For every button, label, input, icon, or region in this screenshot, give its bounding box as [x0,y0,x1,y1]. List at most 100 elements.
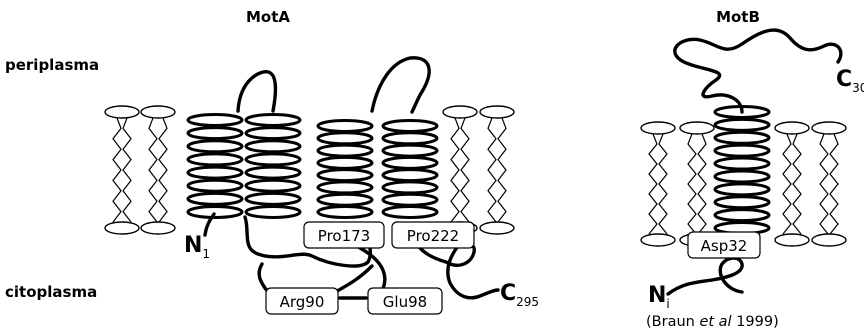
mota-helix-1 [188,115,242,218]
helix-turn [318,145,372,156]
residue-arg90: Arg90 [266,288,338,314]
lipid-molecule [443,106,477,234]
residue-label: Asp32 [701,237,748,255]
lipid-tail [461,118,469,222]
lipid-head [812,122,846,134]
helix-turn [246,141,300,152]
citation: (Braun et al 1999) [646,314,779,330]
helix-turn [188,193,242,204]
lipid-head [641,122,675,134]
helix-turn [318,194,372,205]
helix-turn [246,128,300,139]
lipid-head [141,106,175,118]
lipid-tail [123,118,131,222]
residue-pro173: Pro173 [304,222,384,248]
residue-label: Glu98 [383,293,427,311]
helix-turn [383,170,437,181]
lipid-tail [149,118,157,222]
helix-turn [246,207,300,218]
helix-turn [715,145,769,156]
helix-turn [318,182,372,193]
lipid-head [680,122,714,134]
helix-turn [188,115,242,126]
lipid-tail [783,134,791,234]
lipid-head [480,106,514,118]
mota-c-terminus-label: C295 [500,281,539,309]
helix-turn [188,154,242,165]
loop-helix3-helix4 [372,58,429,112]
lipid-molecule [105,106,139,234]
lipid-tail [451,118,459,222]
helix-turn [383,133,437,144]
helix-turn [246,115,300,126]
residue-label: Pro222 [407,227,459,245]
helix-turn [188,180,242,191]
lipid-head [141,222,175,234]
motb-n-terminus-chain [668,258,742,294]
helix-turn [715,158,769,169]
residue-glu98: Glu98 [368,288,442,314]
residue-label: Pro173 [318,227,370,245]
motb-c-terminus-label: C308 [836,67,864,95]
helix-turn [383,157,437,168]
mota-n-terminus-label: N1 [184,233,210,261]
mota-chains [205,58,498,298]
helix-turn [246,180,300,191]
helix-turn [383,145,437,156]
lipid-head [812,234,846,246]
helix-turn [383,182,437,193]
helix-turn [318,133,372,144]
helix-turn [188,141,242,152]
lipid-tail [498,118,506,222]
helix-turn [318,121,372,132]
lipid-molecule [812,122,846,246]
helix-turn [246,154,300,165]
cytoplasm-label: citoplasma [5,283,97,301]
mota-helix-3 [318,121,372,218]
lipid-tail [159,118,167,222]
lipid-head [775,122,809,134]
lipid-tail [659,134,667,234]
motb-periplasmic-loop [675,30,841,112]
lipid-head [105,222,139,234]
helix-turn [383,194,437,205]
helix-turn [318,207,372,218]
lipid-tail [688,134,696,234]
helix-turn [246,167,300,178]
motb-n-terminus-label: Ni [648,283,670,311]
helix-turn [318,157,372,168]
lipid-tail [793,134,801,234]
lipid-molecule [641,122,675,246]
lipid-molecule [480,106,514,234]
lipid-head [775,234,809,246]
lipid-tail [649,134,657,234]
helix-turn [715,210,769,221]
helix-turn [715,184,769,195]
helix-turn [188,128,242,139]
motb-title: MotB [716,8,760,26]
helix-turn [188,207,242,218]
periplasm-label: periplasma [5,56,99,74]
lipid-head [443,106,477,118]
helix-turn [383,121,437,132]
lipid-molecule [775,122,809,246]
residue-asp32: Asp32 [688,232,760,258]
lipid-head [641,234,675,246]
lipid-tail [113,118,121,222]
lipid-molecule [141,106,175,234]
lipid-tail [820,134,828,234]
helix-turn [246,193,300,204]
residue-label: Arg90 [280,293,325,311]
lipid-tail [488,118,496,222]
mota-title: MotA [246,8,290,26]
helix-turn [715,197,769,208]
residue-pro222: Pro222 [392,222,474,248]
helix-turn [318,170,372,181]
mota-helix-2 [246,115,300,218]
motb-helix [715,107,769,234]
lipid-head [480,222,514,234]
helix-turn [188,167,242,178]
lipid-tail [698,134,706,234]
loop-helix1-helix2 [238,72,275,111]
